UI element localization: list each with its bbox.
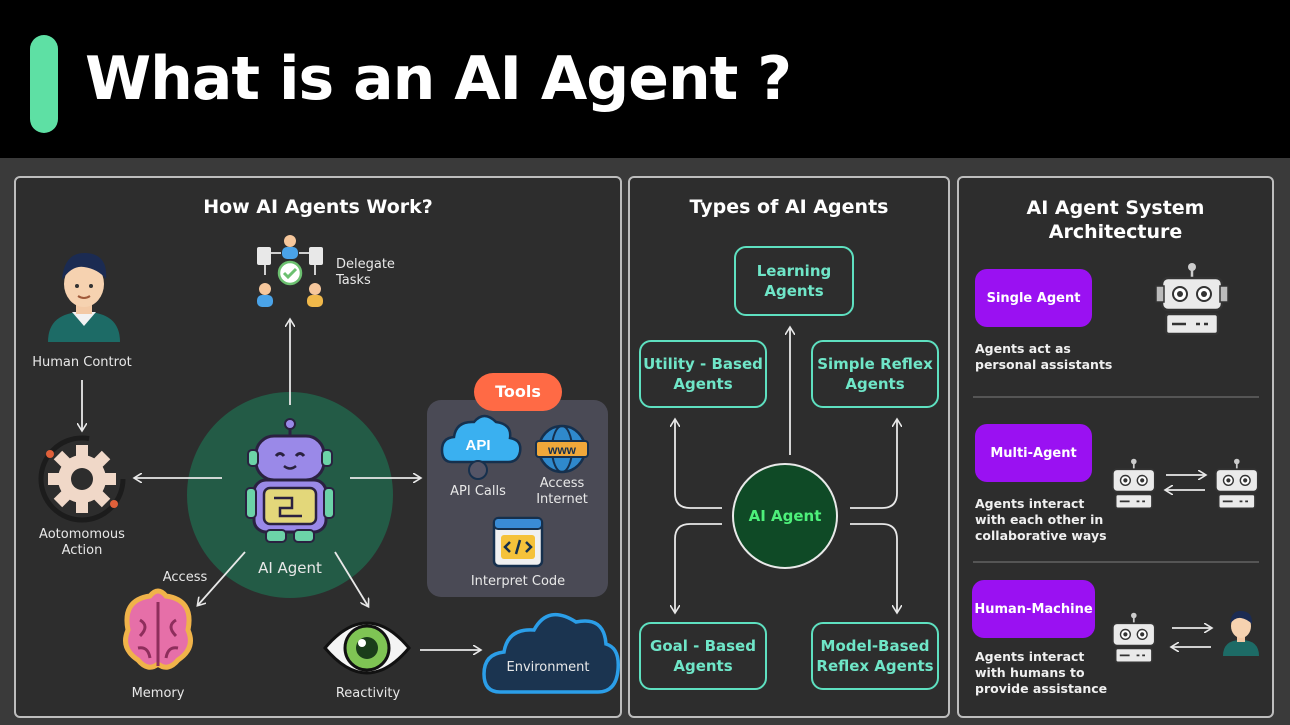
memory-label: Memory	[131, 686, 185, 701]
goal-agents-box: Goal - Based Agents	[639, 622, 767, 690]
robot-icon-multi-right	[1214, 458, 1259, 510]
utility-agents-box: Utility - Based Agents	[639, 340, 767, 408]
gear-icon	[38, 435, 126, 523]
human-machine-pill: Human-Machine	[972, 580, 1095, 638]
globe-icon: www	[535, 424, 589, 474]
arrow-to-goal	[675, 523, 722, 612]
access-label: Access	[162, 570, 208, 585]
multi-agent-desc: Agents interact with each other in colla…	[975, 496, 1107, 543]
page-title: What is an AI Agent ?	[85, 44, 792, 114]
divider-1	[973, 396, 1259, 398]
api-cloud-icon: API	[440, 414, 522, 480]
reactivity-label: Reactivity	[335, 686, 401, 701]
interpret-code-label: Interpret Code	[470, 574, 566, 589]
tools-badge	[474, 373, 562, 411]
robot-icon-multi-left	[1111, 458, 1156, 510]
environment-cloud-icon	[482, 612, 620, 694]
how-it-works-heading: How AI Agents Work?	[203, 196, 433, 218]
www-icon-text: www	[547, 443, 577, 457]
api-icon-text: API	[465, 437, 490, 454]
robot-icon-large	[1155, 263, 1229, 336]
arrow-to-reactivity	[334, 551, 368, 606]
robot-icon	[245, 418, 335, 543]
autonomous-action-label: Aotomomous Action	[39, 527, 125, 558]
multi-agent-pill: Multi-Agent	[975, 424, 1092, 482]
delegate-tasks-label: Delegate Tasks	[336, 257, 395, 288]
header-bar: What is an AI Agent ?	[0, 0, 1290, 158]
simple-reflex-agents-box: Simple Reflex Agents	[811, 340, 939, 408]
types-heading: Types of AI Agents	[689, 196, 889, 218]
access-internet-label: Access Internet	[536, 476, 588, 507]
brain-icon	[123, 588, 193, 670]
types-center-ai-agent: AI Agent	[732, 463, 838, 569]
api-calls-label: API Calls	[450, 484, 506, 499]
learning-agents-box: Learning Agents	[734, 246, 854, 316]
human-control-label: Human Controt	[32, 355, 132, 370]
environment-label: Environment	[506, 660, 590, 675]
arrow-to-memory	[198, 551, 246, 605]
divider-2	[973, 561, 1259, 563]
arrow-to-simple-reflex	[850, 420, 897, 509]
human-machine-desc: Agents interact with humans to provide a…	[975, 649, 1108, 696]
arrow-to-utility	[675, 420, 722, 509]
ai-agent-label: AI Agent	[258, 559, 322, 577]
single-agent-desc: Agents act as personal assistants	[975, 341, 1113, 372]
architecture-heading: AI Agent System Architecture	[1026, 197, 1205, 243]
single-agent-pill: Single Agent	[975, 269, 1092, 327]
eye-icon	[323, 621, 411, 675]
model-reflex-agents-box: Model-Based Reflex Agents	[811, 622, 939, 690]
tools-badge-label: Tools	[495, 382, 541, 401]
accent-bar	[30, 35, 58, 133]
arrow-to-model-reflex	[850, 523, 897, 612]
robot-icon-human-machine	[1111, 612, 1156, 664]
delegate-tasks-icon	[257, 235, 323, 307]
human-small-icon	[1223, 610, 1259, 656]
code-window-icon	[492, 516, 544, 568]
human-avatar-icon	[48, 252, 120, 342]
